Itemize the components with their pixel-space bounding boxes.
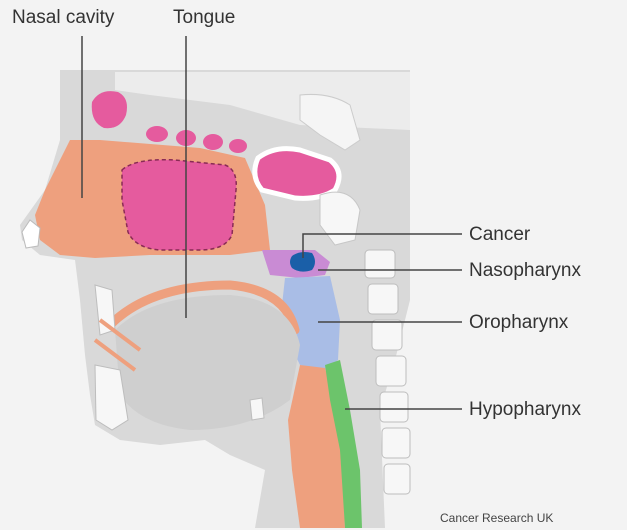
label-nasal-cavity: Nasal cavity	[12, 8, 114, 27]
sinus-dot-4	[229, 139, 247, 153]
label-tongue: Tongue	[173, 8, 235, 27]
label-oropharynx: Oropharynx	[469, 313, 568, 332]
tongue-body	[115, 295, 300, 430]
sinus-pink	[122, 160, 236, 250]
sinus-dot-1	[146, 126, 168, 142]
label-hypopharynx: Hypopharynx	[469, 400, 581, 419]
sinus-dot-3	[203, 134, 223, 150]
hyoid	[250, 398, 264, 420]
label-nasopharynx: Nasopharynx	[469, 261, 581, 280]
label-cancer: Cancer	[469, 225, 530, 244]
credit-text: Cancer Research UK	[440, 512, 553, 524]
